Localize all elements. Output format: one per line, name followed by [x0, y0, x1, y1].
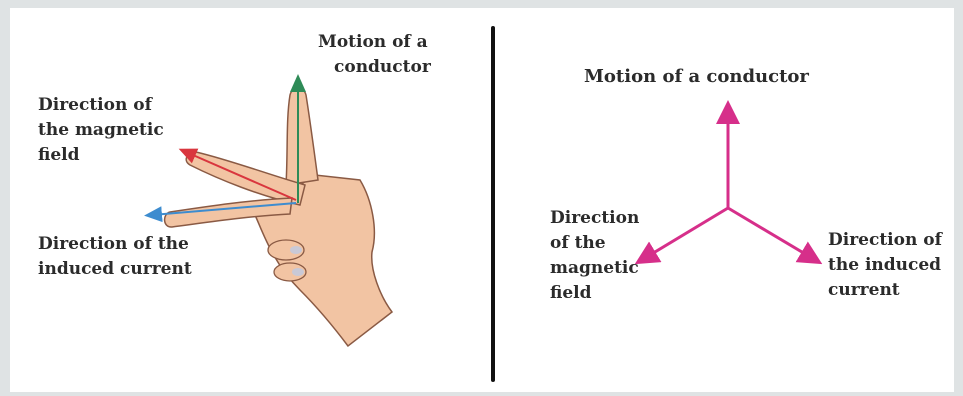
- triad-field-label: Direction of the magnetic field: [550, 206, 639, 306]
- triad-motion-label: Motion of a conductor: [584, 64, 809, 89]
- current-arrow-triad: [728, 208, 812, 258]
- field-arrow-hand: [186, 152, 296, 200]
- hand-current-label: Direction of the induced current: [38, 232, 192, 282]
- hand-field-label: Direction of the magnetic field: [38, 93, 164, 168]
- hand-icon: [165, 88, 392, 346]
- field-arrow-triad: [645, 208, 728, 258]
- panel-divider: [491, 26, 495, 382]
- triad-current-label: Direction of the induced current: [828, 228, 942, 303]
- vector-triad: [645, 112, 812, 258]
- hand-motion-label: Motion of a conductor: [318, 30, 431, 80]
